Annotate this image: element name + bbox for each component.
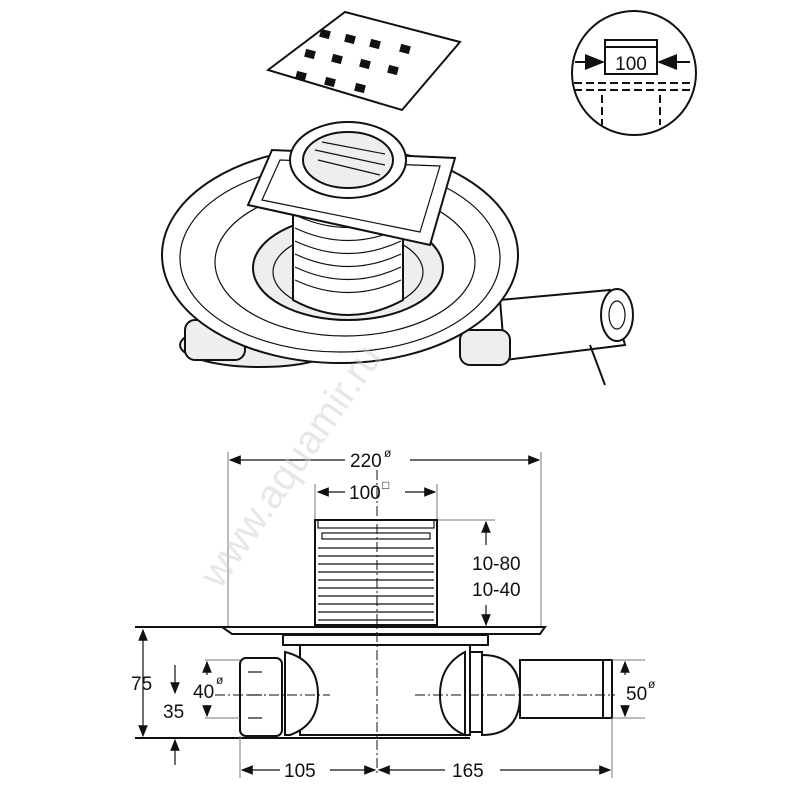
dim-overall-diameter: 220 <box>350 451 382 472</box>
side-elevation <box>135 452 645 778</box>
flange-section <box>218 626 547 635</box>
dim-outlet-diameter-symbol: ø <box>648 677 656 691</box>
dim-inlet-diameter-symbol: ø <box>216 673 224 687</box>
dim-left-length: 105 <box>284 761 316 782</box>
dimension-labels: 220 ø 100 □ 10-80 10-40 75 35 40 ø 50 ø … <box>131 446 656 782</box>
detail-inset: 100 <box>571 10 697 136</box>
isometric-view <box>161 10 634 386</box>
inlet-nut <box>239 657 283 737</box>
dim-inlet-height: 35 <box>163 702 184 723</box>
inset-dimension-label: 100 <box>615 54 647 75</box>
dim-right-length: 165 <box>452 761 484 782</box>
dim-grate-size: 100 <box>349 483 381 504</box>
dim-grate-size-symbol: □ <box>382 478 389 492</box>
dimension-lines <box>138 455 630 775</box>
dim-height-range-2: 10-40 <box>472 580 521 601</box>
dim-inlet-diameter: 40 <box>193 682 214 703</box>
outlet-pipe-section <box>519 659 613 719</box>
dim-overall-diameter-symbol: ø <box>384 446 392 460</box>
dim-outlet-diameter: 50 <box>626 684 647 705</box>
dim-height-range-1: 10-80 <box>472 554 521 575</box>
dim-total-height: 75 <box>131 674 152 695</box>
